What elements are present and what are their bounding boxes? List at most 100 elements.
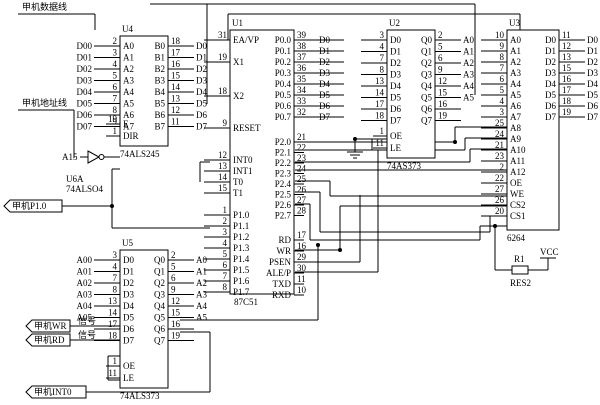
u3-lpin-num: 26 [495, 195, 505, 205]
u1-lpin-num: 15 [218, 183, 228, 193]
u4-ref: U4 [122, 24, 133, 34]
u4-rpin-name: B4 [154, 87, 165, 97]
u2-rpin-name: Q1 [421, 47, 432, 57]
u1-lpin-name: P1.7 [233, 287, 250, 297]
u1-p3-name: RD [278, 235, 291, 245]
u2-lpin-name: D1 [390, 47, 401, 57]
chip-u3: U36264A010A19A28A37A46A55A64A73A825A924A… [481, 18, 598, 243]
u1-lpin-num: 3 [223, 227, 228, 237]
u5-lpin-name: D6 [123, 324, 134, 334]
u4-lpin-name: A1 [123, 53, 134, 63]
u2-rpin-net: A3 [463, 70, 474, 80]
u2-rpin-name: Q7 [421, 116, 432, 126]
u5-rpin-name: Q1 [154, 267, 165, 277]
rd-port-shape [25, 333, 71, 347]
u5-lpin-num: 8 [113, 285, 118, 295]
u5-rpin-net: A0 [196, 255, 207, 265]
u5-cpin-num: 11 [108, 368, 117, 378]
u1-lpin-name: P1.1 [233, 221, 249, 231]
u4-rpin-num: 12 [171, 105, 180, 115]
u3-lpin-num: 5 [500, 85, 505, 95]
u5-rpin-net: A2 [196, 278, 207, 288]
u5-rpin-num: 12 [171, 296, 180, 306]
u2-rpin-net: A1 [463, 47, 474, 57]
u2-rpin-name: Q4 [421, 81, 432, 91]
u4-cpin-name: E [123, 119, 129, 129]
u5-rpin-num: 6 [171, 273, 176, 283]
u3-rpin-num: 13 [562, 52, 572, 62]
u2-rpin-num: 6 [438, 53, 443, 63]
u5-lpin-name: D2 [123, 278, 134, 288]
u5-lpin-num: 3 [113, 250, 118, 260]
u5-lpin-name: D0 [123, 255, 134, 265]
u3-rpin-net: D7 [587, 112, 598, 122]
u2-lpin-name: D2 [390, 58, 401, 68]
u4-rpin-net: D6 [196, 110, 207, 120]
u4-rpin-net: D5 [196, 99, 207, 109]
u4-lpin-num: 3 [113, 48, 118, 58]
u1-p0-name: P0.6 [275, 101, 292, 111]
u1-lpin-name: P1.0 [233, 210, 250, 220]
u3-lpin-num: 7 [500, 63, 505, 73]
u2-lpin-num: 8 [380, 65, 385, 75]
u4-lpin-num: 2 [113, 36, 118, 46]
u3-rpin-name: D6 [545, 101, 556, 111]
u3-lpin-name: A6 [510, 101, 521, 111]
u1-p0-name: P0.0 [275, 35, 292, 45]
u5-rpin-net: A3 [196, 290, 207, 300]
u3-lpin-name: CS2 [510, 200, 526, 210]
u2-lpin-num: 13 [375, 76, 385, 86]
u1-lpin-name: T0 [233, 177, 243, 187]
u3-rpin-num: 17 [562, 85, 572, 95]
u1-p2-num: 24 [297, 164, 307, 174]
addr-bus-label: 甲机地址线 [22, 97, 67, 108]
res2-label: RES2 [510, 278, 531, 288]
u1-p0-net: D0 [319, 35, 330, 45]
u1-p0-name: P0.3 [275, 68, 292, 78]
u3-rpin-name: D5 [545, 90, 556, 100]
u1-p0-net: D4 [319, 79, 330, 89]
u2-ref: U2 [389, 18, 400, 28]
u1-p2-num: 25 [297, 174, 307, 184]
u1-p2-name: P2.6 [275, 200, 292, 210]
u1-lpin-num: 19 [218, 52, 228, 62]
u4-rpin-name: B6 [154, 110, 165, 120]
u1-p0-name: P0.4 [275, 79, 292, 89]
u3-lpin-name: A1 [510, 46, 521, 56]
u5-lpin-name: D5 [123, 313, 134, 323]
u4-rpin-num: 13 [171, 94, 181, 104]
u5-lpin-net: A01 [77, 267, 93, 277]
u2-lpin-name: D7 [390, 116, 401, 126]
u1-p0-num: 35 [297, 74, 307, 84]
u1-p3-num: 17 [297, 230, 307, 240]
u3-lpin-num: 20 [495, 206, 505, 216]
u5-lpin-num: 13 [108, 296, 118, 306]
u3-lpin-name: A10 [510, 145, 526, 155]
u3-lpin-num: 8 [500, 52, 505, 62]
u1-p2-name: P2.3 [275, 169, 292, 179]
u1-lpin-num: 9 [223, 118, 228, 128]
u3-rpin-net: D5 [587, 90, 598, 100]
u3-lpin-num: 6 [500, 74, 505, 84]
u4-lpin-name: A0 [123, 41, 134, 51]
u5-lpin-net: A00 [77, 255, 93, 265]
inverter-bubble [98, 154, 105, 160]
u2-cpin-num: 1 [380, 126, 385, 136]
u3-lpin-name: OE [510, 178, 522, 188]
data-bus-label: 甲机数据线 [22, 1, 67, 12]
u5-rpin-num: 5 [171, 262, 176, 272]
u4-lpin-num: 8 [113, 105, 118, 115]
u1-p0-name: P0.5 [275, 90, 292, 100]
u5-rpin-name: Q2 [154, 278, 165, 288]
u4-lpin-num: 7 [113, 94, 118, 104]
u4-rpin-num: 11 [171, 117, 180, 127]
u1-lpin-num: 2 [223, 216, 228, 226]
u4-lpin-name: A2 [123, 64, 134, 74]
u1-p0-net: D3 [319, 68, 330, 78]
u1-p3-num: 29 [297, 252, 307, 262]
u4-rpin-name: B1 [154, 53, 165, 63]
